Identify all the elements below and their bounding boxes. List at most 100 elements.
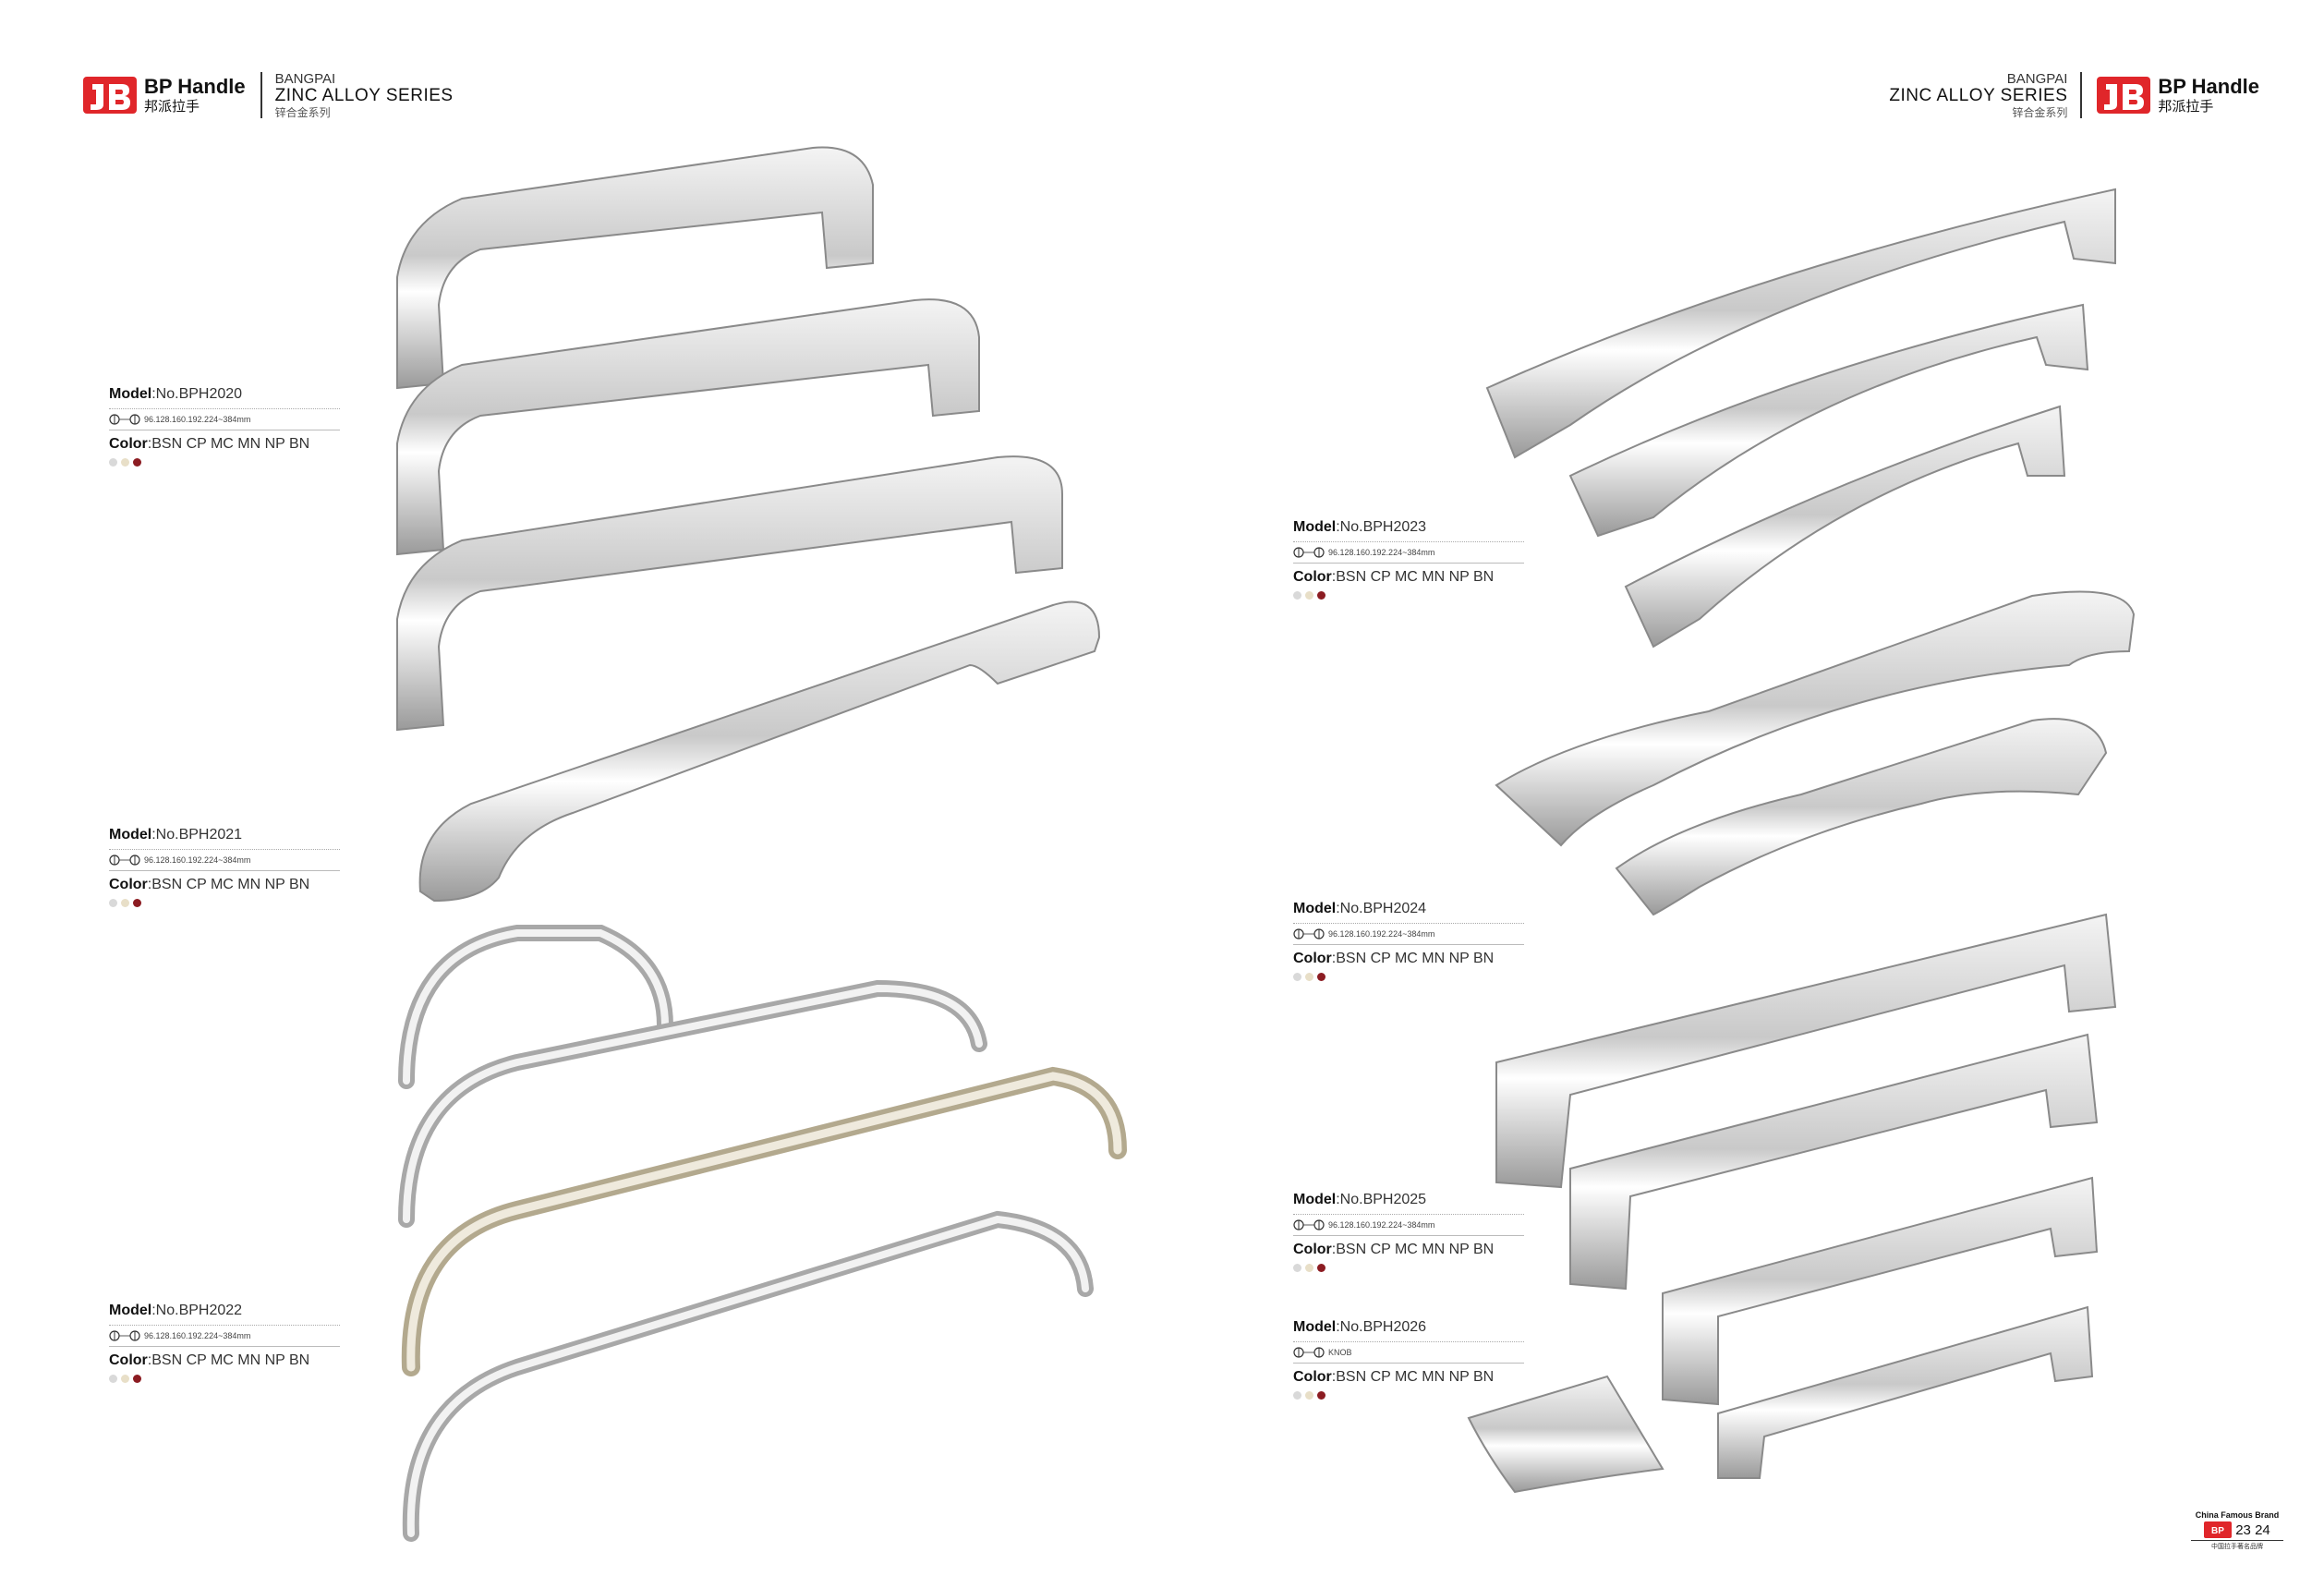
svg-text:BP: BP [2211,1526,2224,1536]
spec-bph2021: Model:No.BPH2021 96.128.160.192.224~384m… [109,827,349,907]
model-line: Model:No.BPH2025 [1293,1192,1533,1208]
divider [1293,563,1524,564]
hole-sizes-value: KNOB [1328,1348,1352,1357]
hole-sizes-value: 96.128.160.192.224~384mm [144,1331,251,1340]
model-number: :No.BPH2022 [151,1303,243,1318]
color-swatches [109,458,349,467]
color-line: Color:BSN CP MC MN NP BN [109,877,349,893]
handle-bph2024 [1495,590,2136,916]
swatch-bsn [109,899,117,907]
divider [109,1346,340,1347]
divider [1293,1235,1524,1236]
hole-sizes-value: 96.128.160.192.224~384mm [1328,1220,1435,1230]
model-label: Model [109,1303,152,1318]
brand-header-left: BP Handle 邦派拉手 BANGPAI ZINC ALLOY SERIES… [83,63,466,127]
color-swatches [109,1375,349,1383]
model-number: :No.BPH2023 [1336,519,1427,535]
swatch-satin [121,899,129,907]
divider [109,408,340,409]
hole-sizes: 96.128.160.192.224~384mm [109,854,349,867]
hole-distance-icon [1293,1219,1325,1230]
brand-name: BP Handle [2158,75,2259,98]
spec-bph2025: Model:No.BPH2025 96.128.160.192.224~384m… [1293,1192,1533,1272]
model-number: :No.BPH2021 [151,827,243,842]
handle-bph2022 [398,925,1127,1542]
model-line: Model:No.BPH2023 [1293,519,1533,536]
swatch-red [133,899,141,907]
divider [109,870,340,871]
bp-logo-icon [2097,77,2151,114]
color-label: Color [1293,951,1332,966]
divider [1293,541,1524,542]
hole-sizes: 96.128.160.192.224~384mm [1293,927,1533,940]
handle-bph2023 [1485,188,2116,649]
model-line: Model:No.BPH2020 [109,386,349,403]
brand-logo: BP Handle 邦派拉手 [2097,75,2259,115]
color-swatches [1293,1264,1533,1272]
hole-distance-icon [1293,547,1325,558]
color-line: Color:BSN CP MC MN NP BN [1293,569,1533,586]
divider [109,849,340,850]
handle-bph2025 [1495,913,2117,1406]
swatch-red [133,1375,141,1383]
color-codes: :BSN CP MC MN NP BN [147,1352,310,1368]
brand-header-right: BP Handle 邦派拉手 BANGPAI ZINC ALLOY SERIES… [1876,63,2259,127]
color-codes: :BSN CP MC MN NP BN [1331,1369,1495,1385]
handle-bph2021 [418,600,1101,903]
bp-logo-icon [83,77,137,114]
hole-distance-icon [1293,1347,1325,1358]
color-label: Color [1293,569,1332,585]
divider [1293,923,1524,924]
color-swatches [109,899,349,907]
brand-logo: BP Handle 邦派拉手 [83,75,246,115]
page-numbers: 23 24 [2235,1521,2270,1538]
swatch-bsn [109,458,117,467]
hole-sizes-value: 96.128.160.192.224~384mm [1328,929,1435,939]
color-line: Color:BSN CP MC MN NP BN [1293,951,1533,967]
brand-name-cn: 邦派拉手 [2158,99,2214,115]
hole-sizes-value: 96.128.160.192.224~384mm [1328,548,1435,557]
color-label: Color [109,877,148,892]
color-line: Color:BSN CP MC MN NP BN [109,436,349,453]
series-brand: BANGPAI [2006,70,2068,87]
model-label: Model [1293,901,1337,916]
model-line: Model:No.BPH2021 [109,827,349,843]
swatch-satin [121,1375,129,1383]
spec-bph2022: Model:No.BPH2022 96.128.160.192.224~384m… [109,1303,349,1383]
model-number: :No.BPH2025 [1336,1192,1427,1207]
swatch-red [1317,1264,1325,1272]
swatch-bsn [1293,591,1301,600]
hole-distance-icon [109,414,140,425]
swatch-satin [1305,973,1313,981]
series-name-cn: 锌合金系列 [2012,105,2068,119]
hole-sizes: 96.128.160.192.224~384mm [109,413,349,426]
hole-distance-icon [109,855,140,866]
color-line: Color:BSN CP MC MN NP BN [109,1352,349,1369]
brand-name: BP Handle [144,75,246,98]
color-swatches [1293,1391,1533,1400]
hole-distance-icon [109,1330,140,1341]
swatch-satin [1305,1264,1313,1272]
badge-tagline: 中国拉手著名品牌 [2191,1540,2283,1551]
swatch-red [133,458,141,467]
series-title: BANGPAI ZINC ALLOY SERIES 锌合金系列 [1876,70,2083,119]
handle-bph2026 [1467,1305,2094,1494]
swatch-satin [121,458,129,467]
hole-sizes-value: 96.128.160.192.224~384mm [144,415,251,424]
series-title: BANGPAI ZINC ALLOY SERIES 锌合金系列 [260,72,466,119]
color-codes: :BSN CP MC MN NP BN [1331,569,1495,585]
model-label: Model [109,827,152,842]
handle-bph2020 [396,146,1063,732]
model-line: Model:No.BPH2026 [1293,1319,1533,1336]
hole-sizes: KNOB [1293,1346,1533,1359]
hole-sizes-value: 96.128.160.192.224~384mm [144,855,251,865]
model-number: :No.BPH2020 [151,386,243,402]
hole-sizes: 96.128.160.192.224~384mm [1293,546,1533,559]
model-line: Model:No.BPH2024 [1293,901,1533,917]
model-label: Model [109,386,152,402]
spec-bph2024: Model:No.BPH2024 96.128.160.192.224~384m… [1293,901,1533,981]
divider [109,1325,340,1326]
brand-name-cn: 邦派拉手 [144,99,200,115]
